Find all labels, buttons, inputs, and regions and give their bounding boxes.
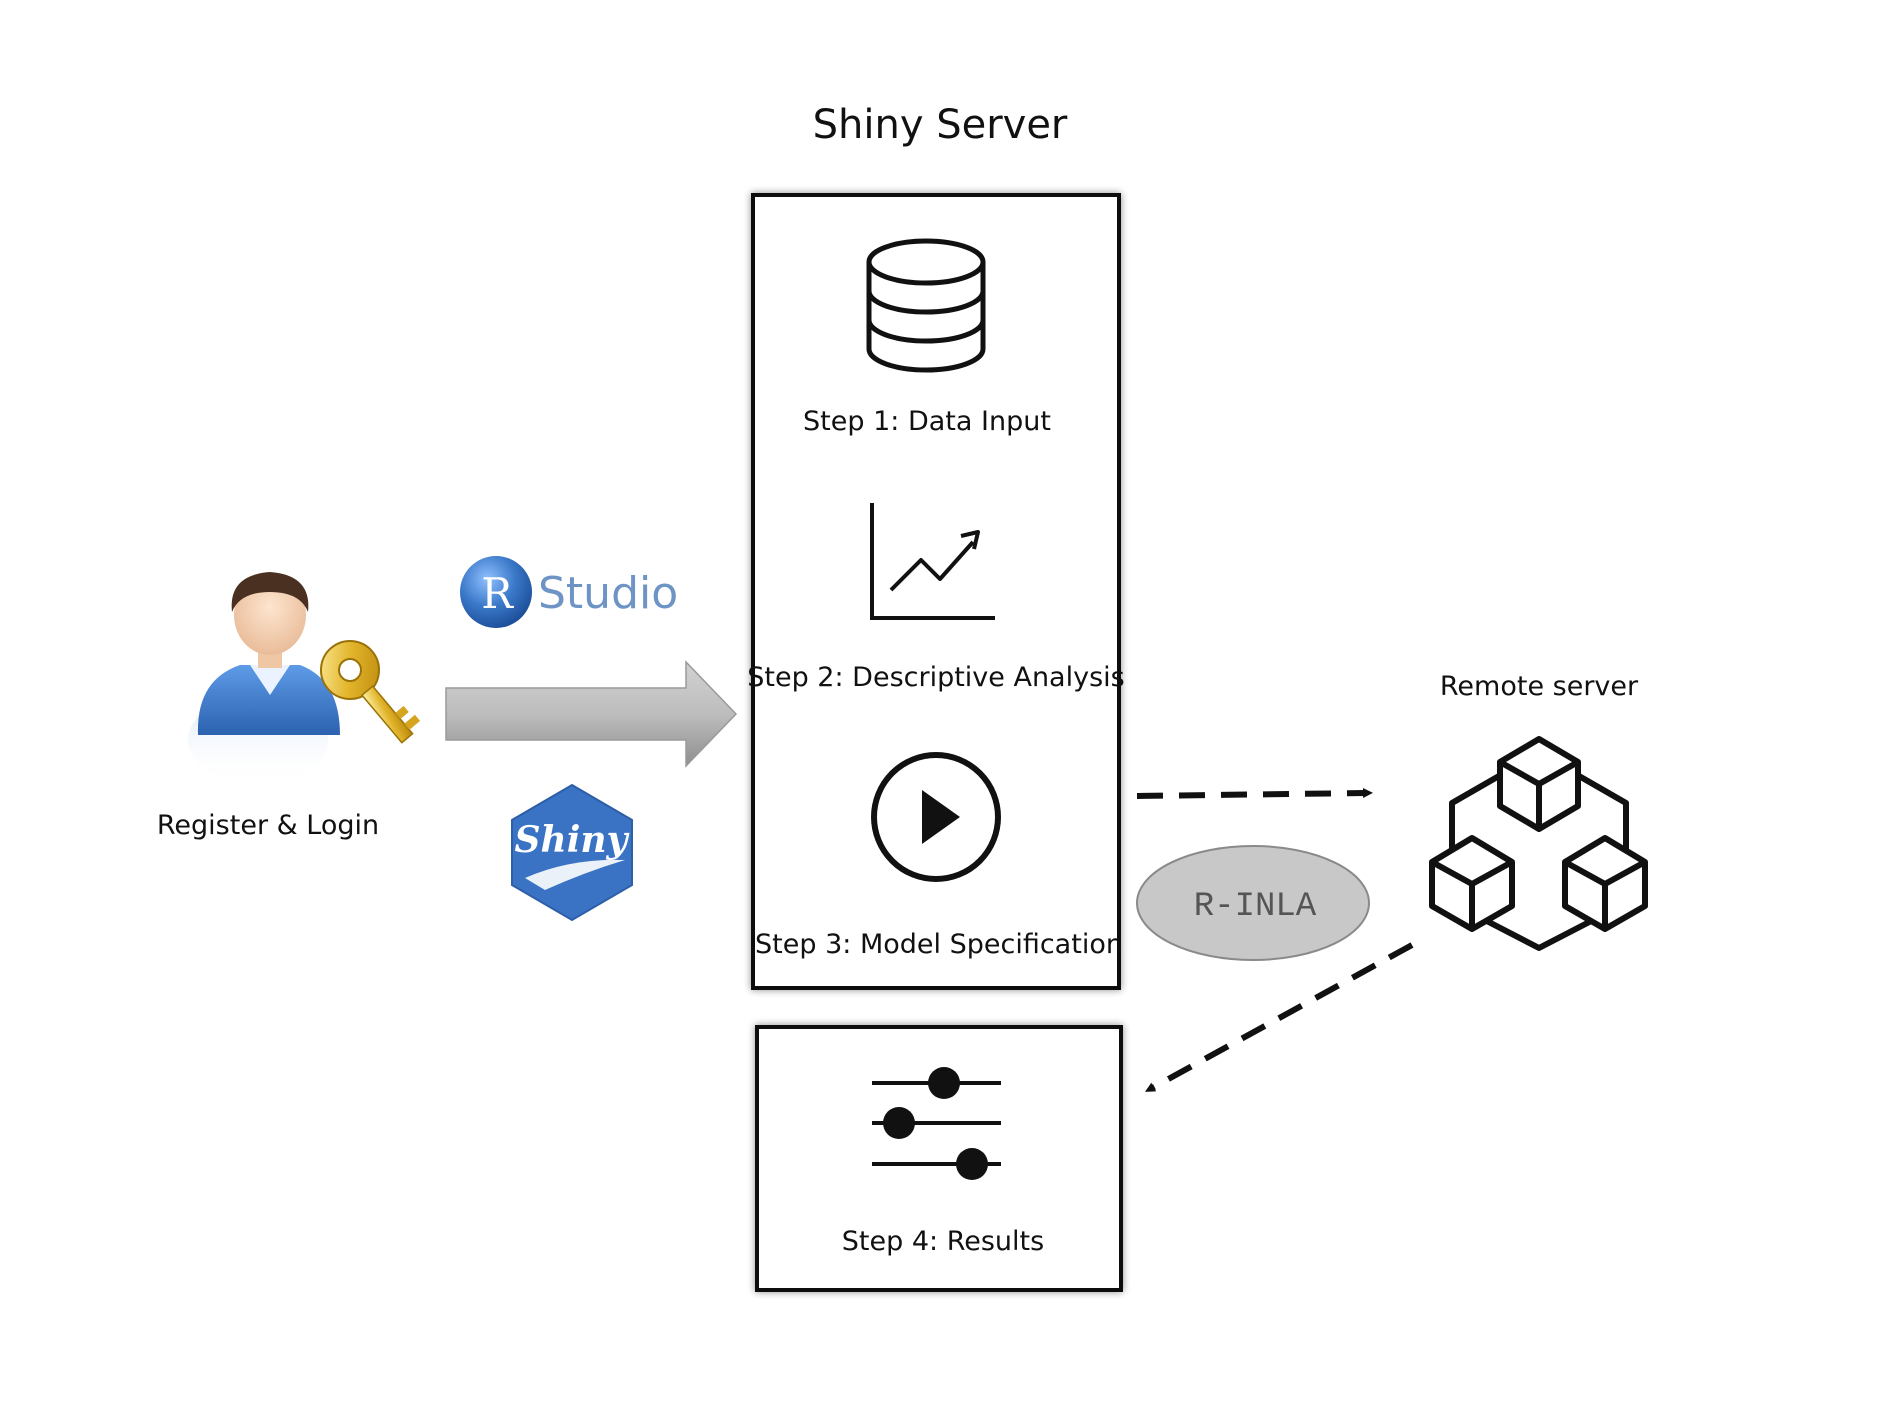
shiny-server-box [751, 193, 1121, 990]
shiny-logo-text: Shiny [515, 819, 630, 861]
page-title: Shiny Server [813, 102, 1068, 148]
play-icon [871, 752, 1001, 882]
rstudio-logo-letter: R [481, 569, 514, 618]
step-2-label: Step 2: Descriptive Analysis [747, 662, 1124, 693]
r-inla-label: R-INLA [1194, 888, 1317, 926]
cubes-network-icon [1429, 736, 1648, 951]
rstudio-logo: R Studio [460, 556, 678, 628]
flow-arrow [445, 660, 738, 768]
dashed-arrow-to-remote [1136, 788, 1373, 799]
step-4-label: Step 4: Results [842, 1226, 1044, 1257]
user-label: Register & Login [157, 810, 379, 841]
database-icon [866, 238, 986, 373]
shiny-logo: Shiny [511, 783, 633, 922]
r-inla-badge: R-INLA [1136, 845, 1370, 961]
step-3-label: Step 3: Model Specification [755, 929, 1123, 960]
rstudio-logo-text: Studio [538, 568, 678, 619]
line-chart-icon [870, 503, 995, 620]
user-key-icon [188, 572, 421, 785]
step-1-label: Step 1: Data Input [803, 406, 1051, 437]
remote-server-label: Remote server [1440, 671, 1639, 702]
dashed-arrow-to-results [1144, 942, 1414, 1092]
sliders-icon [872, 1067, 1001, 1180]
